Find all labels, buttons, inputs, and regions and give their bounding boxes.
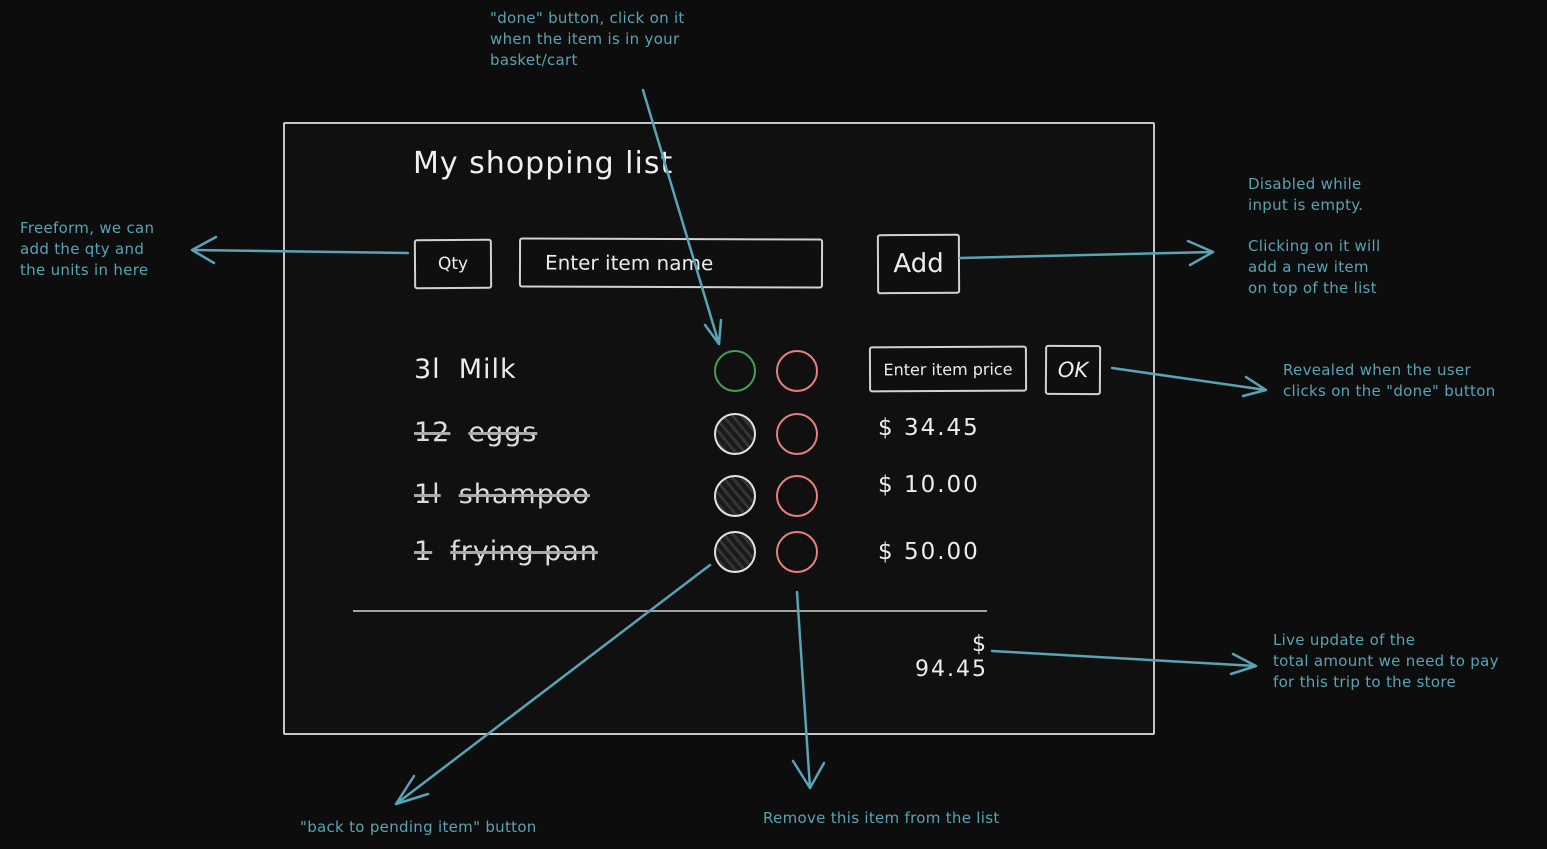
done-toggle-milk[interactable]	[714, 350, 756, 392]
total-amount: $ 94.45	[915, 632, 988, 682]
ok-button[interactable]: OK	[1044, 344, 1102, 396]
list-item-label: 1 frying pan	[414, 536, 598, 567]
item-name: shampoo	[458, 479, 590, 510]
add-button[interactable]: Add	[876, 233, 961, 295]
remove-button-shampoo[interactable]	[776, 475, 818, 517]
item-qty: 1	[414, 536, 433, 567]
remove-button-frying-pan[interactable]	[776, 531, 818, 573]
qty-input[interactable]: Qty	[413, 238, 493, 290]
note-ok-revealed: Revealed when the user clicks on the "do…	[1283, 361, 1496, 400]
note-add-disabled: Disabled while input is empty.	[1248, 175, 1364, 214]
done-toggle-eggs[interactable]	[714, 413, 756, 455]
note-add-click: Clicking on it will add a new item on to…	[1248, 237, 1381, 297]
item-name: eggs	[468, 417, 538, 448]
item-qty: 12	[414, 417, 451, 448]
list-item-label: 3l Milk	[414, 354, 517, 385]
remove-button-eggs[interactable]	[776, 413, 818, 455]
item-name: Milk	[458, 354, 517, 385]
item-price: $ 50.00	[878, 539, 980, 565]
note-done-button: "done" button, click on it when the item…	[490, 9, 685, 69]
remove-button-milk[interactable]	[776, 350, 818, 392]
page-title: My shopping list	[413, 146, 674, 181]
item-name: frying pan	[450, 536, 598, 567]
item-qty: 1l	[414, 479, 441, 510]
item-price: $ 10.00	[878, 472, 980, 498]
total-divider	[353, 610, 987, 612]
item-name-input[interactable]: Enter item name	[518, 237, 824, 289]
list-item-label: 12 eggs	[414, 417, 537, 448]
done-toggle-shampoo[interactable]	[714, 475, 756, 517]
note-qty-freeform: Freeform, we can add the qty and the uni…	[20, 219, 155, 279]
note-back-pending: "back to pending item" button	[300, 818, 537, 836]
item-qty: 3l	[414, 354, 441, 385]
price-input[interactable]: Enter item price	[868, 345, 1028, 393]
list-item-label: 1l shampoo	[414, 479, 590, 510]
shopping-list-panel: My shopping list Qty Enter item name Add…	[283, 122, 1155, 735]
done-toggle-frying-pan[interactable]	[714, 531, 756, 573]
note-remove-item: Remove this item from the list	[763, 809, 1000, 827]
item-price: $ 34.45	[878, 415, 980, 441]
note-total-live: Live update of the total amount we need …	[1273, 631, 1499, 691]
